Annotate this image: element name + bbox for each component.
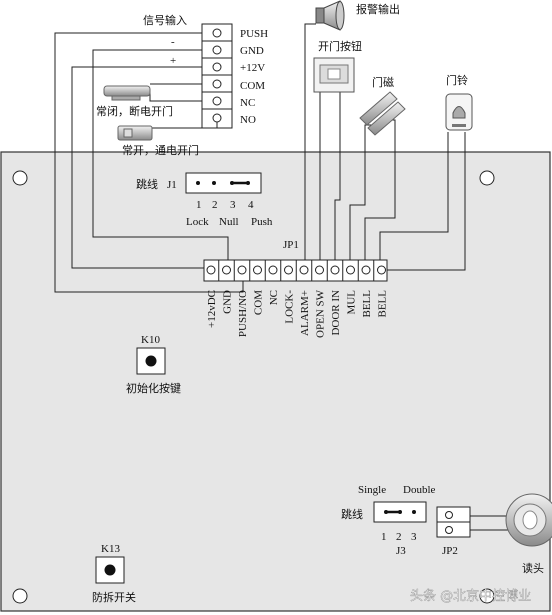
jp1-screw <box>222 265 231 275</box>
jp1-pin-label: LOCK- <box>284 290 296 324</box>
jp1-screw <box>237 265 247 275</box>
doorbell-label: 门铃 <box>446 73 468 87</box>
exit-button-icon <box>313 57 355 93</box>
j1-number-2: 2 <box>212 199 218 211</box>
jp1-pin-label: BELL <box>377 290 389 318</box>
j3-number-1: 1 <box>381 531 387 543</box>
signal-input-terminal-block <box>201 23 233 129</box>
jp1-screw <box>253 265 262 275</box>
jp1-name: JP1 <box>283 239 299 251</box>
terminal-label-push: PUSH <box>240 28 268 40</box>
electric-lock-no <box>117 125 153 141</box>
card-reader-icon <box>505 493 552 547</box>
jp2-name: JP2 <box>442 545 458 557</box>
terminal-label-gnd: GND <box>240 45 264 57</box>
j3-name: J3 <box>396 545 406 557</box>
terminal-label-nc: NC <box>240 97 255 109</box>
k10-button[interactable] <box>136 347 166 375</box>
terminal-label-com: COM <box>240 80 265 92</box>
alarm-output-label: 报警输出 <box>356 2 400 16</box>
jp1-screw <box>299 265 309 275</box>
exit-button-label: 开门按钮 <box>318 39 362 53</box>
k10-label: 初始化按键 <box>126 381 181 395</box>
terminal-label-12v: +12V <box>240 62 265 74</box>
lock-nc-label: 常闭，断电开门 <box>96 104 173 118</box>
mounting-hole <box>12 170 28 186</box>
mounting-hole <box>12 588 28 604</box>
j1-number-3: 3 <box>230 199 236 211</box>
jp1-screw <box>361 265 371 275</box>
electric-lock-nc <box>103 85 151 101</box>
j1-mode-lock: Lock <box>186 216 209 228</box>
jp1-pin-label: DOOR IN <box>330 290 342 336</box>
signal-input-title: 信号输入 <box>143 13 187 27</box>
mounting-hole <box>479 170 495 186</box>
jp1-pin-label: OPEN SW <box>315 289 327 338</box>
signal-plus-label: + <box>170 55 176 67</box>
jp1-screw <box>330 265 340 275</box>
jp1-pin-label: ALARM+ <box>299 290 311 336</box>
mounting-hole <box>479 588 495 604</box>
j1-mode-null: Null <box>219 216 239 228</box>
jp1-screw <box>268 265 278 275</box>
j3-number-3: 3 <box>411 531 417 543</box>
signal-minus-label: - <box>171 36 175 48</box>
j1-prefix: 跳线 <box>136 177 158 191</box>
reader-label: 读头 <box>522 561 544 575</box>
door-contact-label: 门磁 <box>372 75 394 89</box>
jp1-screw <box>315 265 324 275</box>
jp1-screws <box>206 260 386 281</box>
jp1-screw <box>284 265 293 275</box>
j3-number-2: 2 <box>396 531 402 543</box>
j1-pins <box>196 181 250 185</box>
jp1-screw <box>206 265 216 275</box>
doorbell-icon <box>445 93 473 131</box>
jp1-terminal-strip <box>203 259 388 282</box>
j1-number-4: 4 <box>248 199 254 211</box>
wires <box>54 23 520 531</box>
signal-terminal-screws <box>202 28 232 123</box>
k13-name: K13 <box>101 543 120 555</box>
jp1-pin-label: MUL <box>346 290 358 315</box>
jp1-pin-label: GND <box>222 290 234 314</box>
jp1-pin-label: NC <box>268 290 280 305</box>
lock-no-label: 常开，通电开门 <box>122 143 199 157</box>
terminal-label-no: NO <box>240 114 256 126</box>
k13-tamper-switch[interactable] <box>95 556 125 584</box>
jp1-screw <box>377 265 386 275</box>
k13-label: 防拆开关 <box>92 590 136 604</box>
j1-name: J1 <box>167 179 177 191</box>
watermark: 头条 @北京中控博业 <box>410 588 531 604</box>
k10-name: K10 <box>141 334 160 346</box>
j3-mode-double: Double <box>403 484 436 496</box>
j1-mode-push: Push <box>251 216 273 228</box>
jp1-pin-label: PUSH/NO <box>237 290 249 337</box>
door-contact-icon <box>359 91 406 136</box>
siren-icon <box>315 0 345 31</box>
j1-number-1: 1 <box>196 199 202 211</box>
jp1-screw <box>346 265 355 275</box>
jp1-pin-label: +12vDC <box>206 290 218 328</box>
jp1-pin-label: BELL <box>361 290 373 318</box>
j3-mode-single: Single <box>358 484 386 496</box>
controller-board <box>0 151 551 612</box>
j3-prefix: 跳线 <box>341 507 363 521</box>
j1-jumper-block <box>185 172 262 194</box>
j3-pins <box>384 510 416 514</box>
jp1-pin-label: COM <box>253 290 265 315</box>
